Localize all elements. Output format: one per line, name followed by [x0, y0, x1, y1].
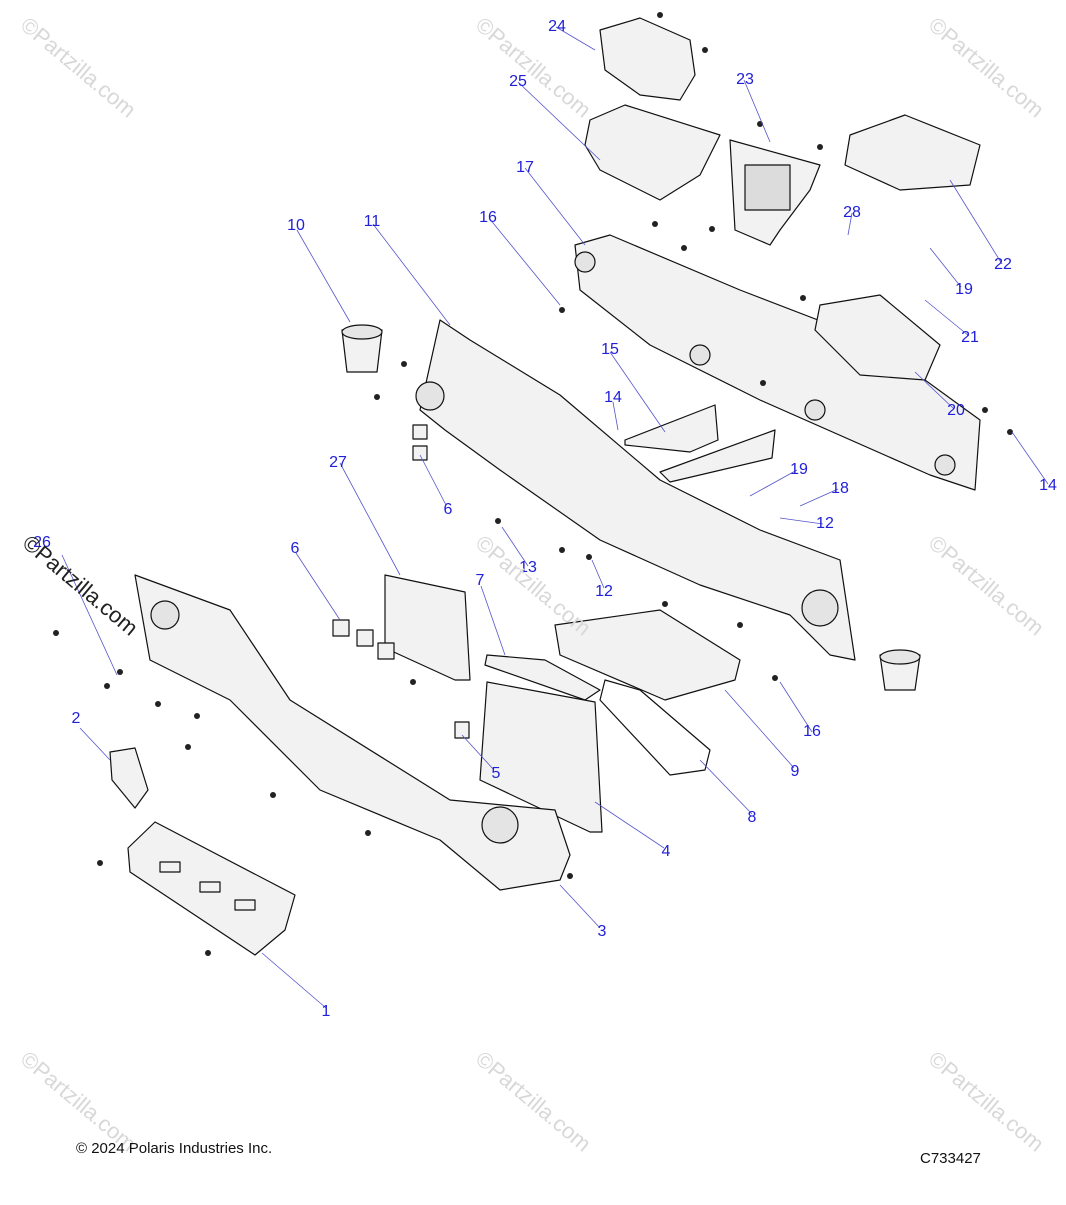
callout-19[interactable]: 19: [790, 461, 808, 478]
part-25-cluster-housing: [584, 104, 721, 201]
callout-27[interactable]: 27: [329, 454, 347, 471]
part-27-switch-panel: [384, 574, 471, 681]
part-7-strip: [484, 654, 601, 701]
callout-19-upper[interactable]: 19: [955, 281, 973, 298]
callout-28[interactable]: 28: [843, 204, 861, 221]
callout-23[interactable]: 23: [736, 71, 754, 88]
callout-14-right[interactable]: 14: [1039, 477, 1057, 494]
part-24-bezel: [599, 17, 696, 101]
callout-5[interactable]: 5: [491, 765, 501, 782]
callout-16-lower[interactable]: 16: [803, 723, 821, 740]
leader-lines: [61, 26, 1049, 1009]
part-11-dash-frame: [419, 319, 856, 661]
part-8-gasket: [599, 679, 711, 776]
callout-6-lower[interactable]: 6: [290, 540, 300, 557]
part-17-upper-dash: [574, 234, 981, 491]
callout-26[interactable]: 26: [33, 534, 51, 551]
callout-12[interactable]: 12: [816, 515, 834, 532]
callout-20[interactable]: 20: [947, 402, 965, 419]
part-2-vent: [109, 747, 149, 809]
callout-18[interactable]: 18: [831, 480, 849, 497]
callout-16[interactable]: 16: [479, 209, 497, 226]
copyright-text: © 2024 Polaris Industries Inc.: [76, 1140, 273, 1157]
callout-10[interactable]: 10: [287, 217, 305, 234]
callout-21[interactable]: 21: [961, 329, 979, 346]
callout-7[interactable]: 7: [475, 572, 485, 589]
part-5-latch: [454, 721, 470, 739]
callout-9[interactable]: 9: [790, 763, 800, 780]
part-6-clip: [412, 424, 428, 440]
part-15-bracket: [624, 404, 719, 453]
callout-14[interactable]: 14: [604, 389, 622, 406]
callout-2[interactable]: 2: [71, 710, 81, 727]
callout-4[interactable]: 4: [661, 843, 671, 860]
callout-13[interactable]: 13: [519, 559, 537, 576]
part-22-tray: [844, 114, 981, 191]
callout-1[interactable]: 1: [321, 1003, 331, 1020]
fasteners: [53, 12, 1013, 956]
callout-12-lower[interactable]: 12: [595, 583, 613, 600]
callout-6[interactable]: 6: [443, 501, 453, 518]
part-15-bracket-lower: [659, 429, 776, 483]
callout-25[interactable]: 25: [509, 73, 527, 90]
callout-3[interactable]: 3: [597, 923, 607, 940]
part-23-screen: [744, 164, 791, 211]
callout-15[interactable]: 15: [601, 341, 619, 358]
callout-22[interactable]: 22: [994, 256, 1012, 273]
part-lower-dash-frame: [134, 574, 571, 891]
part-20-storage: [814, 294, 941, 381]
diagram-code: C733427: [920, 1150, 981, 1167]
callout-24[interactable]: 24: [548, 18, 566, 35]
callout-17[interactable]: 17: [516, 159, 534, 176]
part-4-glove-door: [479, 681, 603, 833]
callout-11[interactable]: 11: [363, 213, 381, 230]
part-9-storage-bin: [554, 609, 741, 701]
callout-8[interactable]: 8: [747, 809, 757, 826]
